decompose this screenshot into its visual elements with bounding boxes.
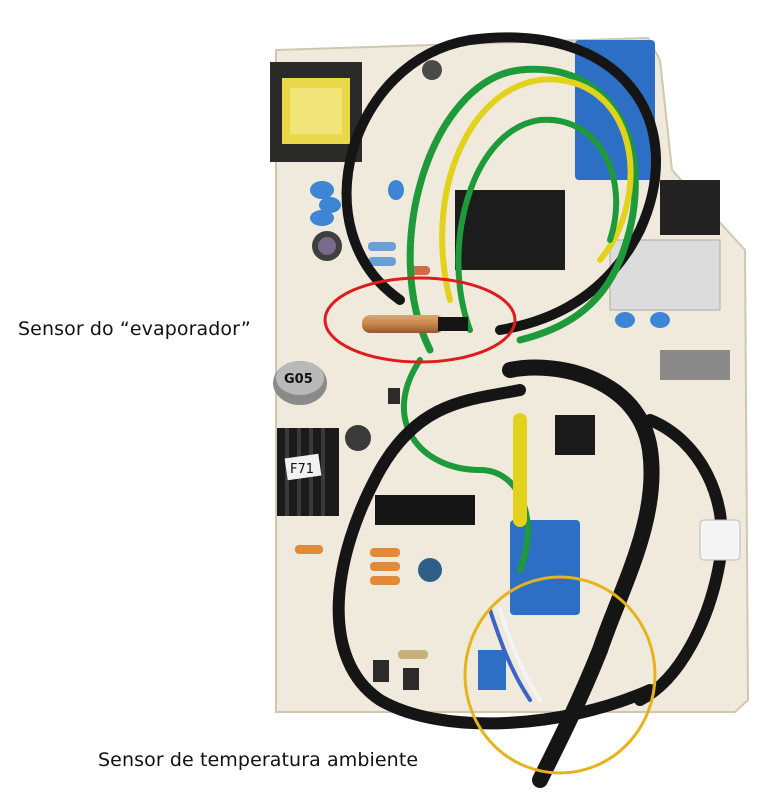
capacitor [345, 425, 371, 451]
microcontroller-ic [375, 495, 475, 525]
capacitor [422, 60, 442, 80]
heatsink-marking: F71 [290, 462, 314, 477]
transformer [270, 62, 362, 162]
electrolytic-capacitor: G05 [273, 361, 327, 405]
capacitor [418, 558, 442, 582]
capacitor-top [318, 237, 336, 255]
capacitor-marking: G05 [284, 372, 313, 387]
evaporator-sensor-highlight [323, 276, 517, 364]
resistors [295, 242, 430, 659]
evaporator-sensor-label: Sensor do “evaporador” [18, 318, 251, 340]
ambient-sensor-label: Sensor de temperatura ambiente [98, 749, 419, 771]
heatsink: F71 [277, 428, 339, 516]
component [660, 350, 730, 380]
ceramic-capacitors [310, 180, 670, 328]
power-relay [455, 190, 565, 270]
ic [555, 415, 595, 455]
pin-header [660, 180, 720, 235]
ambient-sensor-highlight [463, 575, 657, 775]
connector [478, 650, 506, 690]
evaporator-sensor-probe [362, 315, 468, 333]
white-connector [699, 519, 741, 561]
transistors [373, 388, 419, 690]
